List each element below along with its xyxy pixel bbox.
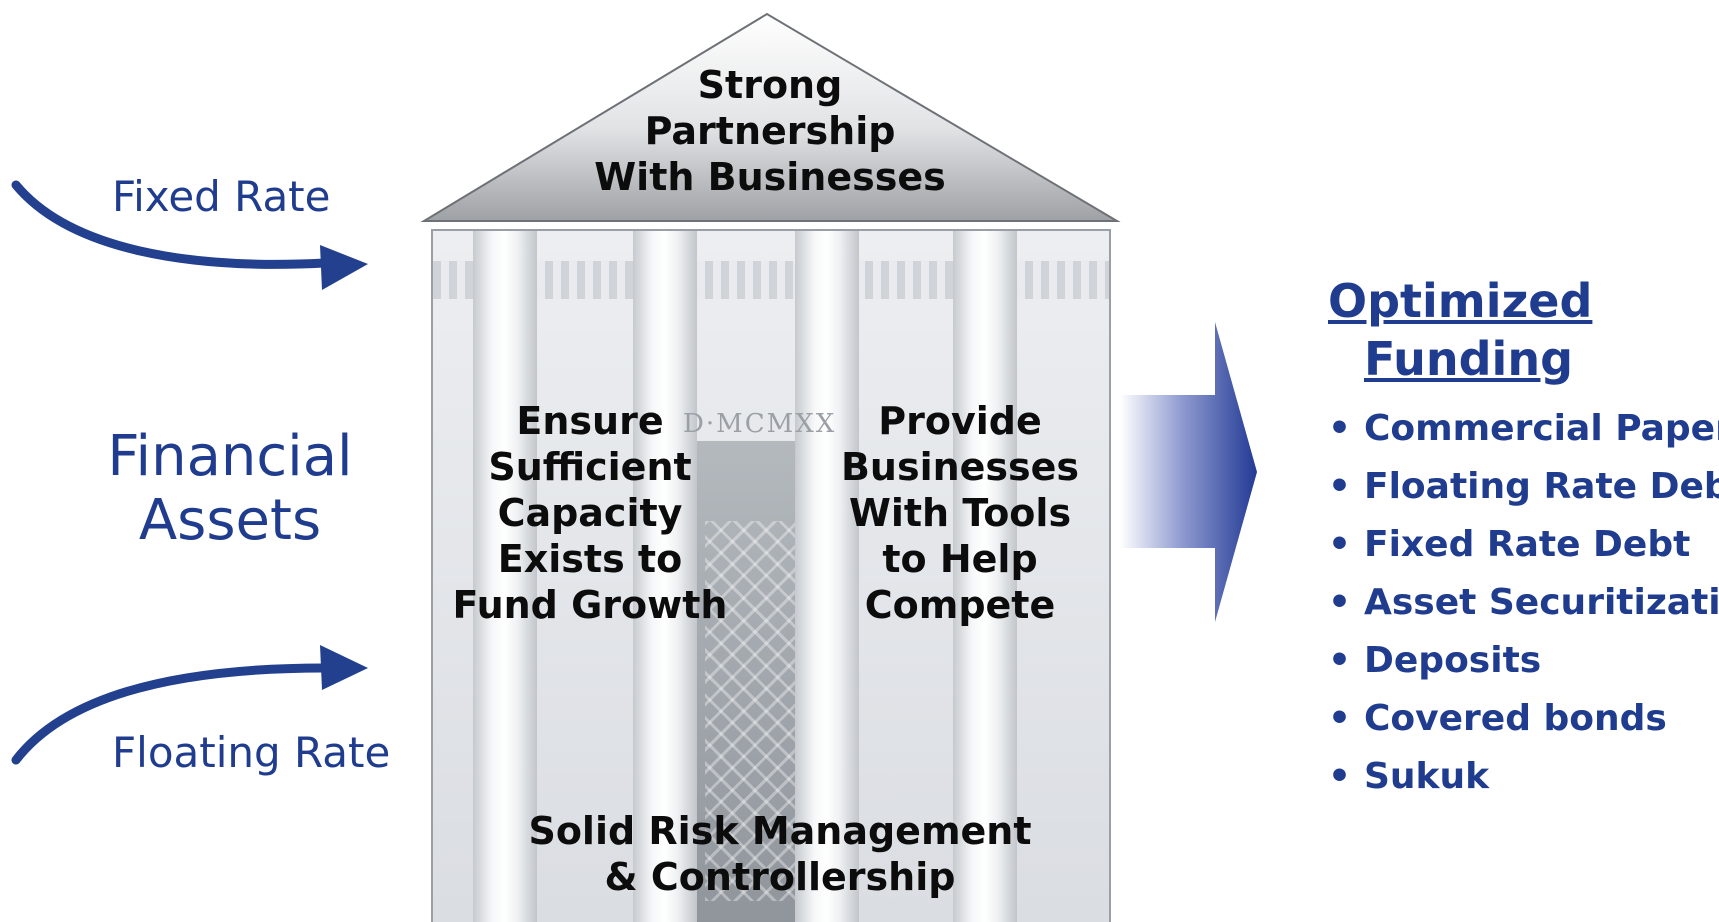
column — [473, 231, 537, 922]
funding-item: Fixed Rate Debt — [1328, 516, 1719, 574]
roof-line-3: With Businesses — [594, 155, 946, 199]
pillar-right-line-2: Businesses — [840, 445, 1080, 489]
pillar-left-line-1: Ensure — [516, 399, 664, 443]
pillar-right-line-5: Compete — [864, 583, 1056, 627]
title-line-1: Optimized — [1328, 274, 1593, 328]
floating-rate-arrow-icon — [11, 645, 368, 765]
foundation-line-2: & Controllership — [604, 855, 956, 899]
output-arrow-icon — [1120, 322, 1257, 622]
financial-assets-line-1: Financial — [107, 424, 353, 489]
funding-item: Sukuk — [1328, 748, 1719, 806]
roof-text: Strong Partnership With Businesses — [560, 62, 980, 200]
roof-pediment — [420, 12, 1121, 222]
funding-item: Deposits — [1328, 632, 1719, 690]
foundation-text: Solid Risk Management & Controllership — [520, 808, 1040, 900]
door-grille — [705, 521, 805, 901]
pillar-right-line-3: With Tools — [848, 491, 1072, 535]
column — [953, 231, 1017, 922]
funding-item: Floating Rate Debt — [1328, 458, 1719, 516]
roof-line-2: Partnership — [644, 109, 896, 153]
floating-rate-label: Floating Rate — [112, 728, 391, 777]
financial-assets-line-2: Assets — [138, 488, 322, 553]
roof-line-1: Strong — [697, 63, 843, 107]
title-line-2: Funding — [1364, 332, 1573, 386]
pillar-right-line-4: to Help — [882, 537, 1038, 581]
funding-item: Commercial Paper — [1328, 400, 1719, 458]
pillar-left-text: Ensure Sufficient Capacity Exists to Fun… — [440, 398, 740, 628]
optimized-funding-title: Optimized Funding — [1328, 272, 1592, 388]
pillar-left-line-3: Capacity — [497, 491, 683, 535]
financial-assets-label: Financial Assets — [100, 425, 360, 553]
column — [795, 231, 859, 922]
fixed-rate-label: Fixed Rate — [112, 172, 331, 221]
building-colonnade-image: D·MCMXX — [431, 229, 1111, 922]
foundation-line-1: Solid Risk Management — [528, 809, 1032, 853]
pillar-right-text: Provide Businesses With Tools to Help Co… — [800, 398, 1120, 628]
inscription: D·MCMXX — [683, 409, 837, 439]
column — [633, 231, 697, 922]
pillar-left-line-4: Exists to — [497, 537, 683, 581]
pillar-left-line-2: Sufficient — [488, 445, 692, 489]
funding-item: Covered bonds — [1328, 690, 1719, 748]
pillar-left-line-5: Fund Growth — [452, 583, 728, 627]
fixed-rate-arrow-icon — [11, 180, 368, 290]
pillar-right-line-1: Provide — [878, 399, 1042, 443]
funding-list: Commercial Paper Floating Rate Debt Fixe… — [1328, 400, 1719, 806]
funding-item: Asset Securitization — [1328, 574, 1719, 632]
